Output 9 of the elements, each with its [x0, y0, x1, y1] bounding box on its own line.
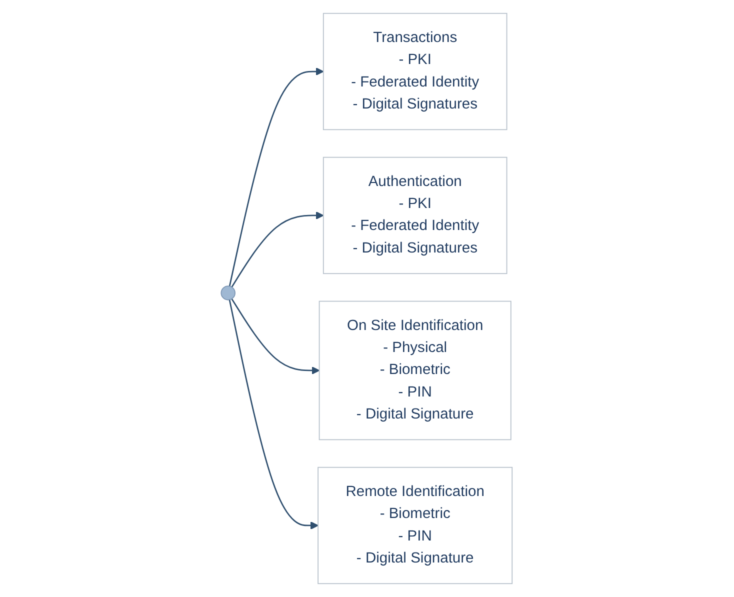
node-box: Remote Identification - Biometric - PIN - Digital Signature	[318, 466, 513, 584]
arrow	[232, 298, 320, 375]
node-box: Authentication - PKI - Federated Identity - Digital Signatures	[323, 156, 508, 274]
node-circle	[221, 286, 236, 300]
arrow	[229, 300, 319, 530]
node-box: On Site Identification - Physical - Biometric - PIN - Digital Signature	[319, 300, 512, 440]
arrow	[229, 67, 324, 286]
arrow	[232, 211, 324, 288]
node-box: Transactions - PKI - Federated Identity - Digital Signatures	[323, 12, 508, 130]
